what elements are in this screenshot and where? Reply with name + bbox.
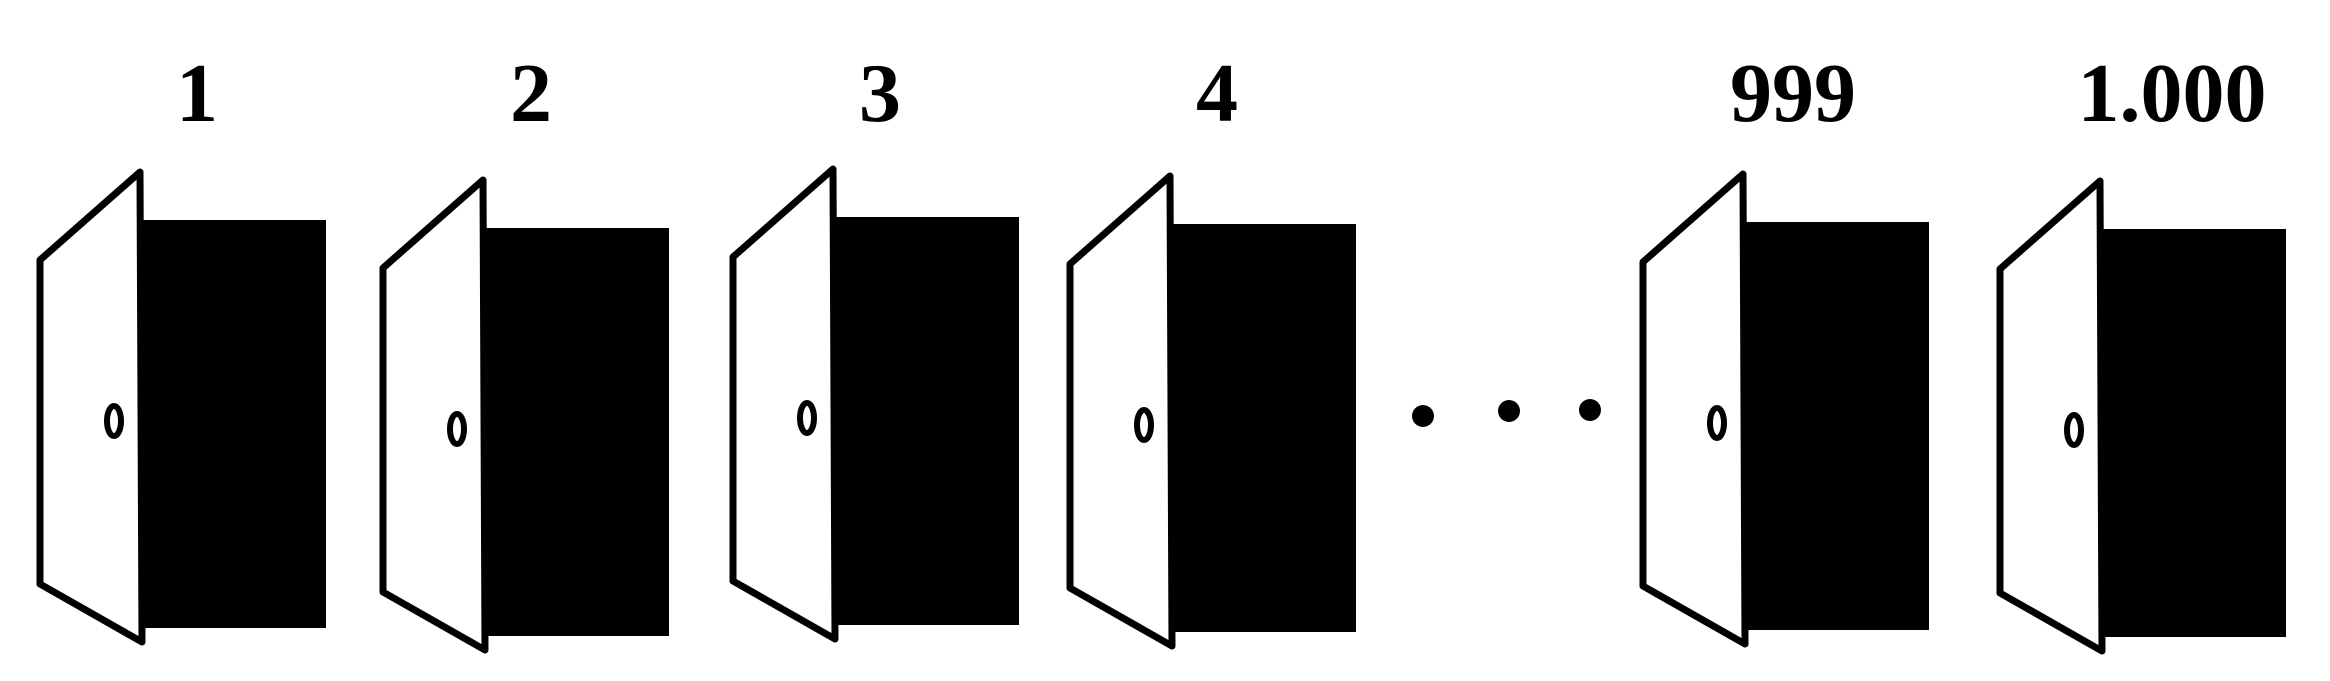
door-knob-1 (104, 403, 124, 439)
door-panel-3 (729, 165, 839, 643)
door-knob-999 (1707, 405, 1727, 441)
door-knob-3 (797, 400, 817, 436)
door-label-1: 1 (176, 47, 218, 140)
doorway-opening-2 (485, 228, 669, 636)
door-label-4: 4 (1196, 47, 1238, 140)
doorway-opening-4 (1172, 224, 1356, 632)
door-panel-4 (1066, 172, 1176, 650)
door-panel-1 (36, 168, 146, 646)
door-label-1000: 1.000 (2077, 47, 2267, 140)
doorway-opening-999 (1745, 222, 1929, 630)
door-panel-999 (1639, 170, 1749, 648)
door-label-2: 2 (510, 47, 552, 140)
door-knob-4 (1134, 407, 1154, 443)
door-knob-2 (447, 411, 467, 447)
door-label-999: 999 (1730, 47, 1856, 140)
doorway-opening-3 (835, 217, 1019, 625)
ellipsis-dot (1412, 405, 1434, 427)
door-label-3: 3 (859, 47, 901, 140)
doorway-opening-1 (142, 220, 326, 628)
door-knob-1000 (2064, 412, 2084, 448)
door-panel-1000 (1996, 177, 2106, 655)
door-panel-2 (379, 176, 489, 654)
ellipsis-dot (1498, 400, 1520, 422)
doorway-opening-1000 (2102, 229, 2286, 637)
ellipsis-dot (1579, 399, 1601, 421)
